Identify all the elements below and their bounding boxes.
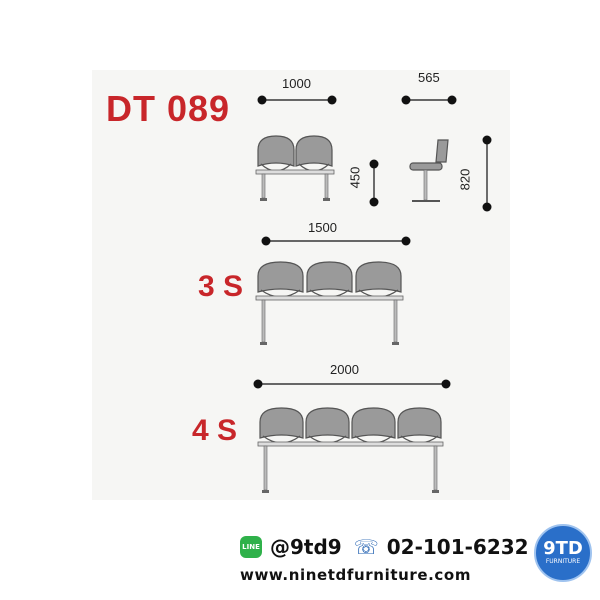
dim-seat-height-end-dot xyxy=(369,197,379,207)
beam-4-seat-seat-back xyxy=(305,407,350,439)
beam-4-seat-leg-right xyxy=(433,445,438,491)
side-view-chair xyxy=(409,139,449,202)
beam-2-seat-foot-left xyxy=(260,198,267,201)
dim-width-2s-start-dot xyxy=(257,95,267,105)
dim-total-height-end-dot xyxy=(482,202,492,212)
dim-width-4s-label: 2000 xyxy=(330,362,359,377)
beam-2-seat-foot-right xyxy=(323,198,330,201)
contact-row: LINE @9td9 ☏ 02-101-6232 xyxy=(240,532,529,562)
line-icon: LINE xyxy=(240,536,262,558)
beam-3-seat xyxy=(255,261,404,345)
beam-3-seat-leg-right xyxy=(393,299,398,343)
dim-depth-label: 565 xyxy=(418,70,440,85)
beam-2-seat-leg-right xyxy=(324,173,329,199)
beam-3-seat-foot-right xyxy=(392,342,399,345)
phone-icon: ☏ xyxy=(353,535,379,559)
dim-depth-start-dot xyxy=(401,95,411,105)
beam-2-seat xyxy=(255,135,335,201)
variant-4-seat-label: 4 S xyxy=(192,414,238,447)
beam-4-seat-foot-left xyxy=(262,490,269,493)
dim-seat-height-start-dot xyxy=(369,159,379,169)
dim-seat-height-label: 450 xyxy=(347,166,363,189)
beam-2-seat-seat-back xyxy=(295,135,333,167)
logo-subtitle: FURNITURE xyxy=(545,558,581,565)
beam-4-seat-seat-back xyxy=(351,407,396,439)
model-code: DT 089 xyxy=(106,88,231,129)
beam-2-seat-seat-back xyxy=(257,135,295,167)
beam-3-seat-seat-back xyxy=(306,261,353,293)
website-link[interactable]: www.ninetdfurniture.com xyxy=(240,566,472,584)
brand-logo: 9TD FURNITURE xyxy=(534,524,592,582)
dimension-lines xyxy=(253,95,492,389)
beam-2-seat-rail xyxy=(255,169,335,175)
beam-4-seat-foot-right xyxy=(432,490,439,493)
dim-total-height-label: 820 xyxy=(457,168,473,191)
beam-3-seat-rail xyxy=(255,295,404,301)
beam-2-seat-leg-left xyxy=(261,173,266,199)
beam-4-seat-seat-back xyxy=(259,407,304,439)
beam-3-seat-seat-back xyxy=(355,261,402,293)
beam-4-seat-rail xyxy=(257,441,444,447)
seating-drawings xyxy=(255,135,444,493)
beam-3-seat-foot-left xyxy=(260,342,267,345)
line-id[interactable]: @9td9 xyxy=(270,535,342,559)
dim-total-height-start-dot xyxy=(482,135,492,145)
dim-width-4s-end-dot xyxy=(441,379,451,389)
side-backrest xyxy=(435,139,449,163)
beam-4-seat xyxy=(257,407,444,493)
dim-width-3s-label: 1500 xyxy=(308,220,337,235)
beam-4-seat-leg-left xyxy=(263,445,268,491)
dim-width-2s-end-dot xyxy=(327,95,337,105)
logo-mark: 9TD xyxy=(543,538,583,559)
dim-width-4s-start-dot xyxy=(253,379,263,389)
beam-3-seat-leg-left xyxy=(261,299,266,343)
side-seat xyxy=(409,162,443,171)
dim-depth-end-dot xyxy=(447,95,457,105)
beam-4-seat-seat-back xyxy=(397,407,442,439)
side-leg xyxy=(423,169,428,201)
dim-width-2s-label: 1000 xyxy=(282,76,311,91)
dim-width-3s-start-dot xyxy=(261,236,271,246)
phone-number[interactable]: 02-101-6232 xyxy=(386,535,529,559)
variant-3-seat-label: 3 S xyxy=(198,270,244,303)
dim-width-3s-end-dot xyxy=(401,236,411,246)
beam-3-seat-seat-back xyxy=(257,261,304,293)
